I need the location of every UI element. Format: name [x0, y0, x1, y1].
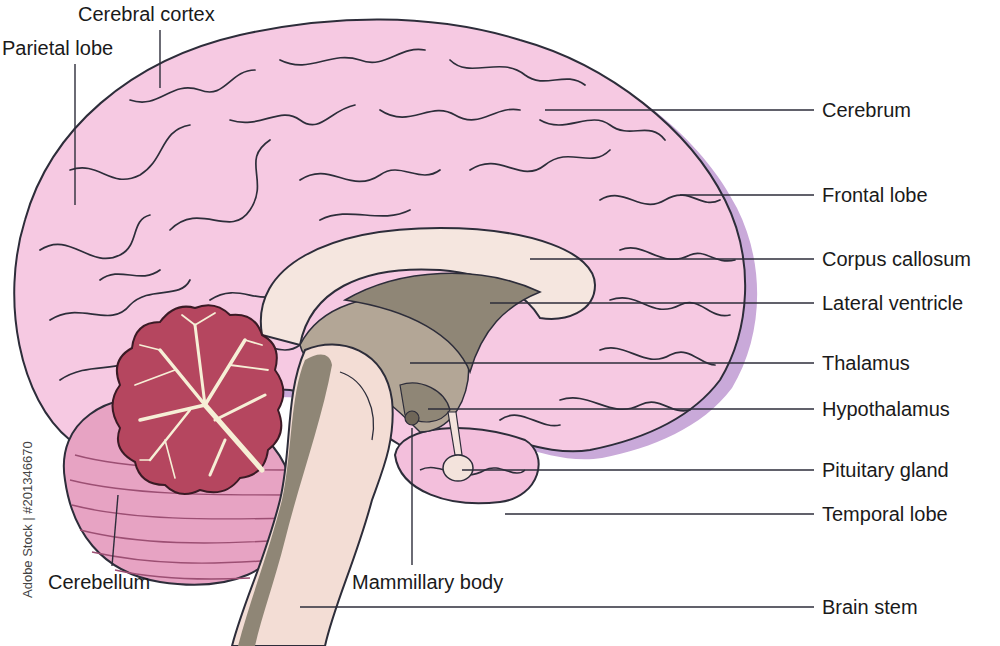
hypothalamus-part [405, 411, 419, 425]
gyri-part [320, 210, 410, 220]
brain-stem [232, 344, 393, 646]
brain-stem-part [238, 355, 332, 646]
arbor-vitae-part-part [140, 459, 150, 461]
hypothalamus [400, 383, 450, 425]
gyri-part [500, 415, 560, 426]
brain-stem-part [340, 372, 373, 440]
gyri-part [300, 170, 440, 181]
part-label: Lateral ventricle [822, 291, 963, 315]
gyri-part [40, 215, 150, 258]
gyri-part [450, 60, 585, 85]
leader-lines-part [112, 495, 118, 566]
gyri-part [280, 49, 425, 65]
temporal-lobe [395, 428, 539, 503]
arbor-vitae-part-part [182, 315, 195, 325]
arbor-vitae [113, 305, 284, 494]
leader-lines-part [490, 302, 814, 303]
arbor-vitae-part-part [150, 410, 190, 460]
leader-lines [75, 30, 814, 607]
leader-lines-part [74, 64, 75, 205]
leader-lines-part [428, 408, 814, 409]
lateral-ventricle [345, 273, 540, 372]
leader-lines-part [411, 428, 412, 565]
part-label: Cerebrum [822, 98, 911, 122]
pituitary-gland-part [448, 412, 462, 455]
gyri-part [610, 298, 730, 316]
gyri-part [130, 70, 255, 102]
gyri-part [470, 150, 610, 171]
leader-lines-part [505, 513, 814, 514]
cerebellum-part-part [80, 530, 285, 543]
part-label: Brain stem [822, 595, 918, 619]
arbor-vitae-part-part [140, 405, 205, 420]
gyri-part [380, 109, 520, 120]
arbor-vitae-part-part [205, 405, 262, 470]
gyri-part [170, 140, 270, 230]
part-label: Frontal lobe [822, 183, 928, 207]
leader-lines-part [530, 258, 814, 259]
lateral-ventricle-part [345, 273, 540, 372]
arbor-vitae-part-part [205, 340, 245, 405]
temporal-lobe-part [395, 428, 539, 503]
cerebellum-part-part [92, 552, 275, 563]
part-label: Parietal lobe [2, 36, 113, 60]
arbor-vitae-part [113, 305, 284, 494]
arbor-vitae-part-part [245, 340, 262, 345]
part-label: Hypothalamus [822, 397, 950, 421]
gyri-part [230, 105, 355, 125]
leader-lines-part [159, 30, 160, 88]
gyri-part [100, 270, 160, 280]
leader-lines-part [462, 469, 814, 470]
leader-lines-part [300, 606, 814, 607]
gyri-part [600, 195, 720, 204]
arbor-vitae-part-part [165, 440, 175, 478]
arbor-vitae-part-part [140, 345, 160, 350]
arbor-vitae-part-part [230, 365, 268, 370]
watermark: Adobe Stock | #201346670 [20, 441, 36, 598]
pituitary-gland-part [443, 455, 473, 481]
part-label: Cerebral cortex [78, 2, 215, 26]
arbor-vitae-part-part [210, 440, 225, 475]
arbor-vitae-part-part [195, 313, 215, 325]
brain-stem-part [232, 344, 393, 646]
leader-lines-part [680, 194, 814, 195]
part-label: Temporal lobe [822, 502, 948, 526]
gyri-part [540, 120, 665, 140]
cerebellum-part-part [72, 505, 290, 519]
arbor-vitae-part-part [195, 325, 205, 405]
part-label: Thalamus [822, 351, 910, 375]
gyri-part [70, 125, 190, 179]
arbor-vitae-part [135, 313, 268, 478]
leader-lines-part [410, 362, 814, 363]
arbor-vitae-part-part [135, 370, 175, 385]
part-label: Pituitary gland [822, 458, 949, 482]
part-label: Mammillary body [352, 570, 503, 594]
arbor-vitae-part-part [215, 395, 265, 420]
leader-lines-part [545, 109, 814, 110]
part-label: Corpus callosum [822, 247, 971, 271]
part-label: Cerebellum [48, 570, 150, 594]
